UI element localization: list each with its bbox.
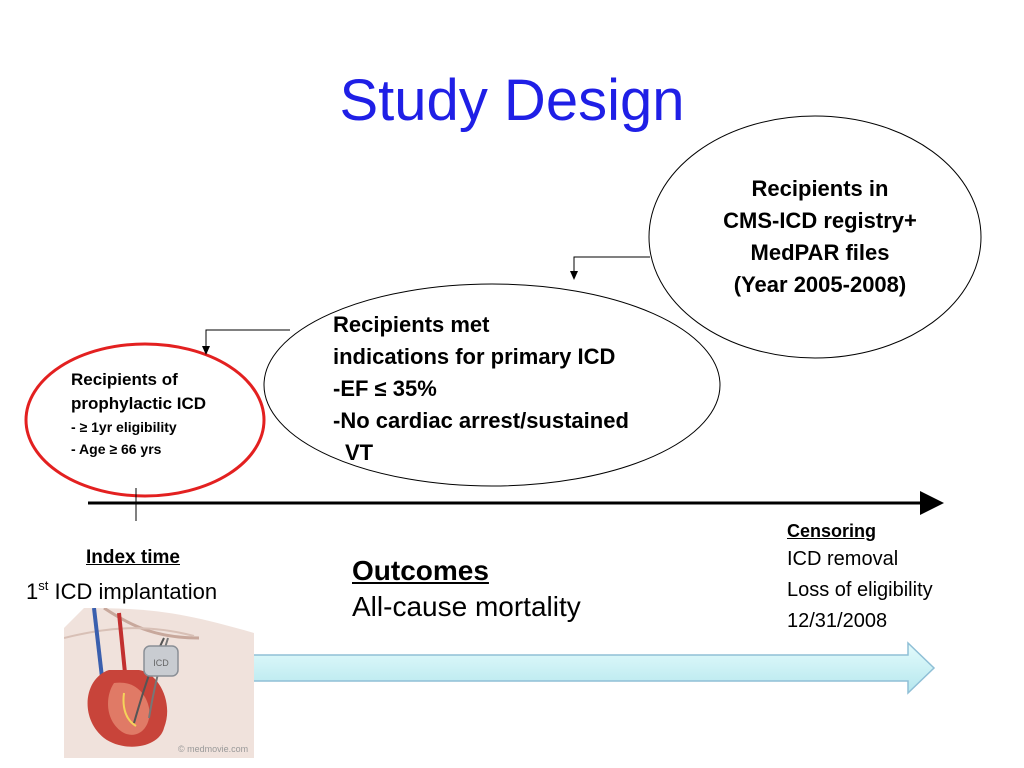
outcomes-heading: Outcomes — [352, 555, 489, 586]
stage2-line: -No cardiac arrest/sustained — [333, 408, 629, 433]
index-time-ordinal-suffix: st — [38, 578, 49, 593]
icd-device-label: ICD — [153, 658, 169, 668]
stage2-line: VT — [345, 440, 374, 465]
outcomes-block: Outcomes All-cause mortality — [352, 553, 581, 625]
stage1-line: (Year 2005-2008) — [733, 272, 907, 297]
stage3-line: Recipients of — [71, 370, 178, 389]
stage1-ellipse — [648, 115, 982, 359]
stage3-criterion: - ≥ 1yr eligibility — [71, 419, 177, 435]
index-time-ordinal: 1 — [26, 579, 39, 604]
image-credit: © medmovie.com — [178, 744, 249, 754]
index-time-label: Index time — [86, 547, 180, 568]
stage2-text: Recipients met indications for primary I… — [333, 309, 713, 469]
stage3-criterion: - Age ≥ 66 yrs — [71, 441, 162, 457]
stage2-line: indications for primary ICD — [333, 344, 616, 369]
heart-icd-illustration-icon: ICD — [63, 606, 254, 758]
stage3-text: Recipients of prophylactic ICD - ≥ 1yr e… — [71, 368, 271, 460]
stage2-line: Recipients met — [333, 312, 490, 337]
stage1-line: CMS-ICD registry+ — [723, 208, 917, 233]
stage3-line: prophylactic ICD — [71, 394, 207, 413]
censoring-item: Loss of eligibility — [787, 579, 933, 601]
stage2-line: -EF ≤ 35% — [333, 376, 437, 401]
stage1-text: Recipients in CMS-ICD registry+ MedPAR f… — [690, 173, 950, 301]
index-time-description: 1st ICD implantation — [26, 578, 217, 605]
censoring-item: 12/31/2008 — [787, 610, 888, 632]
stage2-ellipse — [263, 283, 721, 487]
stage3-ellipse — [24, 342, 266, 498]
connector-stage1-to-stage2 — [570, 256, 650, 280]
follow-up-arrow — [247, 641, 936, 695]
connector-stage2-to-stage3 — [202, 329, 290, 355]
stage1-line: Recipients in — [751, 176, 889, 201]
outcomes-text: All-cause mortality — [352, 591, 581, 622]
index-time-text: ICD implantation — [48, 579, 218, 604]
slide-title: Study Design — [339, 68, 685, 133]
censoring-block: Censoring ICD removal Loss of eligibilit… — [787, 518, 933, 637]
censoring-item: ICD removal — [787, 548, 899, 570]
stage1-line: MedPAR files — [750, 240, 890, 265]
censoring-heading: Censoring — [787, 521, 877, 541]
